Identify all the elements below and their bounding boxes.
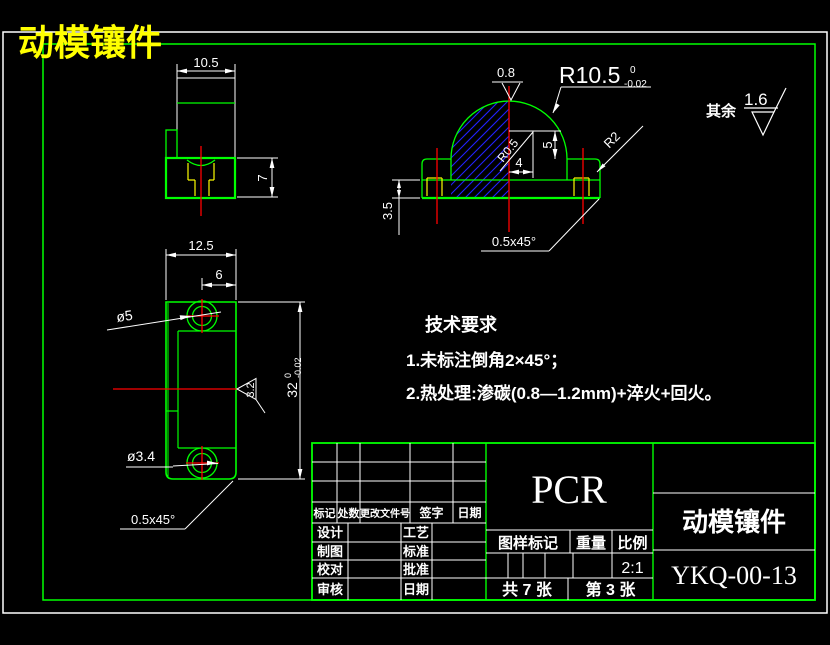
svg-text:-0.02: -0.02 [293, 357, 303, 378]
tech-requirements-title: 技术要求 [425, 314, 498, 335]
plan-roughness-dim: 3.2 [245, 382, 257, 397]
rev-header-date: 日期 [457, 505, 481, 520]
role-audit: 审核 [317, 582, 343, 597]
plan-hole-bottom-dim: ø3.4 [127, 448, 155, 464]
role-process: 工艺 [403, 525, 429, 540]
svg-text:32: 32 [284, 382, 300, 398]
weight-label: 重量 [576, 534, 606, 552]
title-block-text: 标记 处数 更改文件号 签字 日期 设计 制图 校对 审核 工艺 标准 批准 日… [313, 467, 797, 599]
side-view-width-dim: 10.5 [193, 55, 218, 70]
section-base-height-dim: 3.5 [380, 202, 395, 220]
part-name: 动模镶件 [682, 507, 786, 537]
plan-chamfer-note: 0.5x45° [131, 512, 175, 527]
tech-requirements-item1: 1.未标注倒角2×45°； [406, 350, 567, 370]
plan-length-dim: 32 0 -0.02 [283, 357, 303, 397]
plan-width-dim: 12.5 [188, 238, 213, 253]
rev-header-count: 处数 [337, 506, 361, 520]
section-chamfer-note: 0.5x45° [492, 234, 536, 249]
stamp-label: 图样标记 [498, 534, 558, 552]
role-design: 设计 [317, 525, 343, 540]
role-draft: 制图 [317, 544, 343, 559]
title-block-grid [311, 442, 816, 601]
section-roughness-dim: 0.8 [497, 65, 515, 80]
section-radius-dim: R10.5 [559, 62, 620, 88]
rev-header-docno: 更改文件号 [360, 507, 410, 520]
scale-label: 比例 [617, 534, 647, 552]
plan-hole-top-dim: ø5 [115, 307, 134, 325]
section-height-dim: 5 [540, 141, 555, 148]
general-roughness-symbol [744, 87, 787, 137]
product-code: PCR [531, 467, 607, 512]
sheet-total: 共 7 张 [502, 581, 553, 599]
section-corner-radius-dim: R2 [601, 129, 623, 151]
role-check: 校对 [317, 562, 343, 577]
section-view-dimensions [392, 81, 651, 252]
section-hatch [451, 101, 509, 198]
plan-view-dimensions [106, 249, 305, 530]
side-view-dimensions [177, 68, 278, 198]
rev-header-mark: 标记 [313, 506, 336, 520]
role-approve: 批准 [403, 562, 429, 577]
tech-requirements-item2: 2.热处理:渗碳(0.8—1.2mm)+淬火+回火。 [406, 383, 722, 403]
general-roughness-label: 其余 [706, 102, 737, 120]
role-standard: 标准 [402, 544, 429, 559]
sheet-index: 第 3 张 [586, 580, 637, 599]
plan-view-outline [165, 300, 237, 480]
scale-value: 2:1 [621, 560, 643, 577]
role-date: 日期 [403, 582, 429, 597]
overlay-title: 动模镶件 [18, 23, 162, 63]
section-view-hidden-lines [426, 177, 590, 196]
plan-hole-offset-dim: 6 [215, 267, 222, 282]
side-view-hidden-lines [187, 163, 215, 196]
section-radius-tol-lower: -0.02 [624, 79, 647, 90]
rev-header-sign: 签字 [418, 505, 443, 520]
svg-text:0: 0 [283, 373, 293, 378]
section-offset-dim: 4 [515, 155, 522, 170]
section-radius-tol-upper: 0 [630, 65, 636, 76]
drawing-number: YKQ-00-13 [671, 561, 797, 590]
section-view-centerlines [436, 86, 584, 232]
general-roughness-value: 1.6 [744, 90, 768, 109]
side-view-height-dim: 7 [255, 174, 270, 181]
